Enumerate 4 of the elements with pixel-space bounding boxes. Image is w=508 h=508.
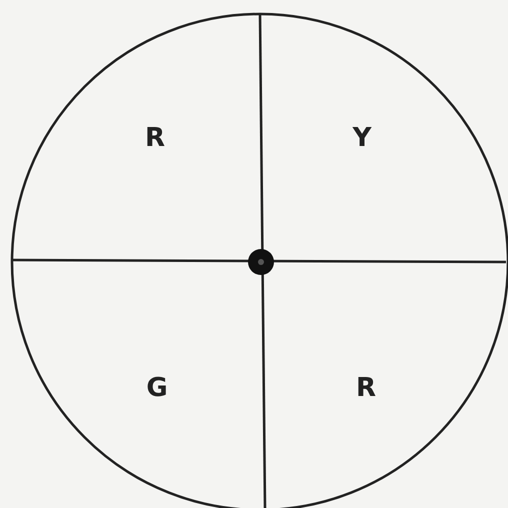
- sector-letter: G: [146, 375, 168, 401]
- sector-letter: Y: [352, 125, 372, 151]
- sector-letter: R: [144, 125, 166, 151]
- sector-letter: R: [356, 375, 376, 401]
